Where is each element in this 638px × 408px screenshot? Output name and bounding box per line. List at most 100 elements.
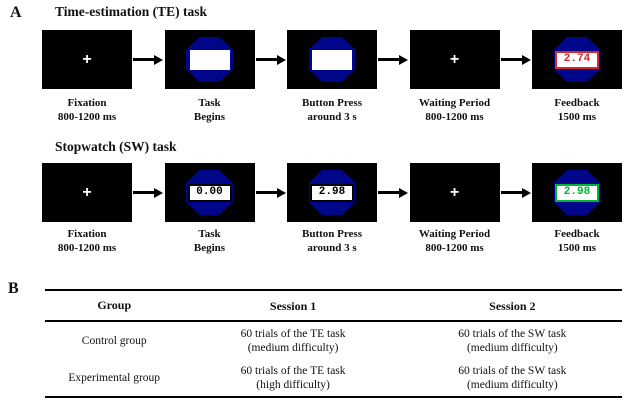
panel-a-label: A	[10, 4, 22, 21]
caption-line: Task	[198, 97, 221, 109]
arrow-head	[276, 187, 286, 198]
arrow-right-icon	[378, 54, 409, 65]
caption-line: Button Press	[302, 228, 362, 240]
fixation-cross-icon: +	[82, 50, 92, 68]
caption-line: 800-1200 ms	[425, 111, 484, 123]
step-caption: Button Press around 3 s	[287, 96, 377, 124]
cell-group-name: Experimental group	[68, 371, 161, 384]
caption-line: Waiting Period	[418, 97, 491, 109]
arrow-right-icon	[255, 187, 286, 198]
sw-fixation-screen: +	[42, 163, 132, 222]
fixation-cross-icon: +	[82, 183, 92, 201]
cell-session2: 60 trials of the SW task (medium difficu…	[458, 364, 567, 391]
sw-feedback-display: 2.98	[555, 183, 599, 202]
sw-caption-row: Fixation 800-1200 ms Task Begins Button …	[42, 227, 622, 255]
sw-button-press-screen: 2.98	[287, 163, 377, 222]
stop-sign-octagon: 2.98	[308, 170, 356, 215]
te-feedback-screen: 2.74	[532, 30, 622, 89]
arrow-line	[133, 58, 155, 61]
caption-line: around 3 s	[307, 242, 357, 254]
caption-line: 800-1200 ms	[425, 242, 484, 254]
cell-session2: 60 trials of the SW task (medium difficu…	[458, 327, 567, 354]
caption-line: Begins	[193, 242, 226, 254]
caption-line: Feedback	[554, 228, 600, 240]
arrow-line	[133, 191, 155, 194]
arrow-head	[154, 187, 164, 198]
arrow-right-icon	[500, 54, 531, 65]
stop-sign-octagon: 2.74	[553, 37, 601, 82]
te-feedback-display: 2.74	[555, 50, 599, 69]
step-caption: Waiting Period 800-1200 ms	[410, 96, 500, 124]
te-button-press-screen	[287, 30, 377, 89]
sw-timer-display: 0.00	[187, 183, 232, 202]
column-header-session1: Session 1	[269, 298, 317, 313]
caption-line: Begins	[193, 111, 226, 123]
column-header-group: Group	[97, 298, 132, 312]
stop-sign-octagon: 2.98	[553, 170, 601, 215]
arrow-right-icon	[133, 187, 164, 198]
column-header-session2: Session 2	[489, 298, 536, 313]
arrow-line	[500, 191, 522, 194]
arrow-head	[399, 54, 409, 65]
step-caption: Fixation 800-1200 ms	[42, 96, 132, 124]
arrow-line	[255, 191, 277, 194]
cell-group-name: Control group	[81, 334, 147, 347]
step-caption: Task Begins	[165, 96, 255, 124]
arrow-head	[521, 187, 531, 198]
fixation-cross-icon: +	[449, 183, 460, 201]
stop-sign-octagon: 0.00	[186, 170, 233, 215]
arrow-head	[399, 187, 409, 198]
caption-line: 1500 ms	[557, 242, 597, 254]
sw-timer-display: 2.98	[310, 183, 354, 202]
sw-task-begins-screen: 0.00	[164, 163, 255, 222]
cell-session1: 60 trials of the TE task (medium difficu…	[240, 327, 346, 354]
step-caption: Fixation 800-1200 ms	[42, 227, 132, 255]
table-header-row: Group Session 1 Session 2	[45, 291, 622, 322]
sw-screen-row: + 0.00 2.98 + 2.98	[42, 163, 622, 222]
blank-display	[189, 49, 230, 70]
panel-b-label: B	[8, 280, 19, 297]
fixation-cross-icon: +	[449, 50, 460, 68]
te-fixation-screen: +	[42, 30, 132, 89]
cell-session1: 60 trials of the TE task (high difficult…	[240, 364, 346, 391]
arrow-head	[521, 54, 531, 65]
step-caption: Button Press around 3 s	[287, 227, 377, 255]
step-caption: Feedback 1500 ms	[532, 227, 622, 255]
te-task-begins-screen	[164, 30, 255, 89]
caption-line: 800-1200 ms	[57, 242, 117, 254]
caption-line: around 3 s	[307, 111, 357, 123]
sw-task-title: Stopwatch (SW) task	[55, 139, 177, 154]
arrow-right-icon	[133, 54, 164, 65]
te-task-title: Time-estimation (TE) task	[55, 4, 207, 19]
caption-line: Task	[198, 228, 221, 240]
design-table: Group Session 1 Session 2 Control group …	[45, 289, 622, 398]
stop-sign-octagon	[186, 37, 233, 82]
arrow-right-icon	[378, 187, 409, 198]
arrow-head	[154, 54, 164, 65]
step-caption: Task Begins	[165, 227, 255, 255]
te-screen-row: + + 2.74	[42, 30, 622, 89]
arrow-head	[276, 54, 286, 65]
te-waiting-screen: +	[409, 30, 500, 89]
step-caption: Feedback 1500 ms	[532, 96, 622, 124]
arrow-right-icon	[255, 54, 286, 65]
caption-line: 800-1200 ms	[57, 111, 117, 123]
caption-line: Fixation	[67, 97, 107, 109]
sw-feedback-screen: 2.98	[532, 163, 622, 222]
blank-display	[312, 49, 352, 70]
caption-line: Waiting Period	[418, 228, 491, 240]
table-row: Control group 60 trials of the TE task (…	[45, 322, 622, 359]
arrow-right-icon	[500, 187, 531, 198]
table-row: Experimental group 60 trials of the TE t…	[45, 359, 622, 396]
te-caption-row: Fixation 800-1200 ms Task Begins Button …	[42, 96, 622, 124]
caption-line: Feedback	[554, 97, 600, 109]
caption-line: Fixation	[67, 228, 107, 240]
sw-waiting-screen: +	[409, 163, 500, 222]
caption-line: Button Press	[302, 97, 362, 109]
arrow-line	[378, 58, 400, 61]
arrow-line	[378, 191, 400, 194]
step-caption: Waiting Period 800-1200 ms	[410, 227, 500, 255]
stop-sign-octagon	[308, 37, 356, 82]
arrow-line	[255, 58, 277, 61]
